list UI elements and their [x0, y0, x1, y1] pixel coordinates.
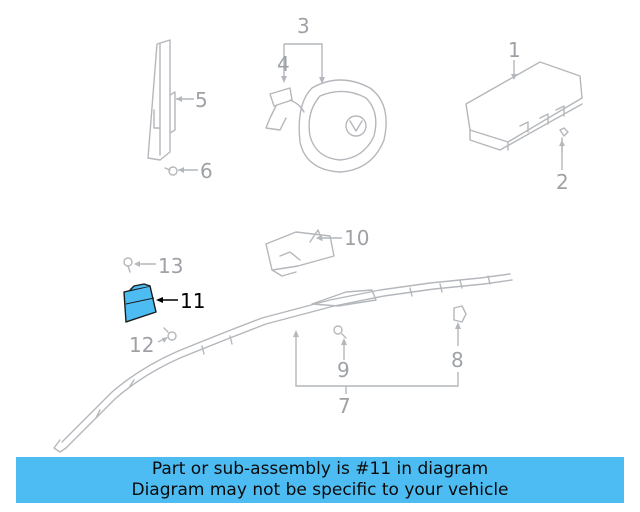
callout-8: 8 — [451, 348, 464, 372]
part-7-curtain-airbag[interactable] — [53, 273, 513, 453]
part-1-passenger-airbag[interactable] — [465, 61, 583, 151]
callout-5: 5 — [195, 88, 208, 112]
callout-6: 6 — [200, 159, 213, 183]
part-2-bolt[interactable] — [559, 127, 569, 153]
callout-1: 1 — [508, 38, 521, 62]
callout-7: 7 — [338, 394, 351, 418]
info-banner: Part or sub-assembly is #11 in diagram D… — [16, 457, 624, 503]
part-5-knee-airbag[interactable] — [147, 39, 176, 161]
callout-10: 10 — [344, 226, 370, 250]
callout-9: 9 — [337, 358, 350, 382]
part-12-screw[interactable] — [163, 327, 177, 341]
callout-13: 13 — [158, 254, 184, 278]
part-8-clip[interactable] — [453, 305, 467, 323]
callout-11: 11 — [180, 289, 206, 313]
banner-line-1: Part or sub-assembly is #11 in diagram — [151, 459, 489, 479]
banner-line-2: Diagram may not be specific to your vehi… — [131, 480, 509, 500]
part-9-screw[interactable] — [333, 325, 347, 339]
callout-3: 3 — [297, 14, 310, 38]
part-4-clock-spring[interactable] — [265, 87, 305, 131]
part-3-steering-airbag[interactable] — [298, 79, 387, 173]
callout-4: 4 — [277, 52, 290, 76]
callout-2: 2 — [556, 170, 569, 194]
callout-12: 12 — [129, 333, 155, 357]
part-10-bracket[interactable] — [265, 229, 335, 277]
leader-lines — [134, 43, 565, 394]
part-11-highlighted-bracket[interactable] — [123, 283, 157, 323]
part-6-screw[interactable] — [164, 166, 178, 176]
part-13-screw[interactable] — [123, 257, 133, 273]
